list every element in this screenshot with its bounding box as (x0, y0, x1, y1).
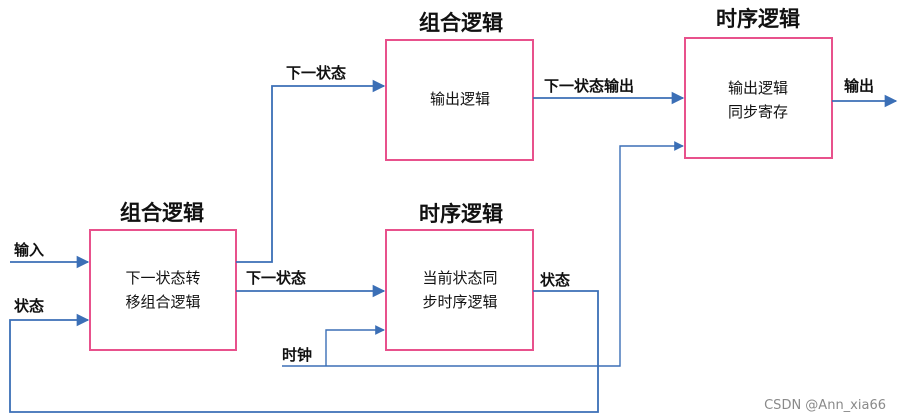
label-next-state-output: 下一状态输出 (544, 77, 634, 95)
label-next-state-upper: 下一状态 (286, 64, 346, 82)
title-seq-mid: 时序逻辑 (419, 202, 503, 226)
label-clock: 时钟 (282, 346, 312, 364)
label-output: 输出 (844, 77, 874, 95)
wire-state-feedback (9, 290, 599, 413)
title-seq-top: 时序逻辑 (716, 7, 800, 31)
label-next-state-lower: 下一状态 (246, 269, 306, 287)
label-state-feedback: 状态 (14, 297, 44, 315)
watermark: CSDN @Ann_xia66 (764, 398, 886, 413)
label-state-out: 状态 (540, 271, 570, 289)
title-comb-top: 组合逻辑 (419, 11, 503, 35)
box-output-sync-line1: 输出逻辑 (728, 79, 788, 97)
box-output-sync-line2: 同步寄存 (728, 103, 788, 121)
box-current-state-seq (385, 229, 534, 351)
box-output-logic (385, 39, 534, 161)
label-input: 输入 (14, 241, 44, 259)
wire-clock-to-current-state (325, 325, 385, 366)
box-output-sync (684, 37, 833, 159)
box-current-state-seq-line2: 步时序逻辑 (422, 293, 497, 311)
title-comb-left: 组合逻辑 (120, 201, 204, 225)
box-output-logic-line1: 输出逻辑 (430, 90, 490, 108)
box-current-state-seq-line1: 当前状态同 (422, 269, 497, 287)
box-next-state-comb-line2: 移组合逻辑 (125, 293, 200, 311)
wire-next-state-upper (236, 79, 386, 263)
box-next-state-comb-line1: 下一状态转 (125, 269, 200, 287)
box-next-state-comb (89, 229, 237, 351)
wire-clock-to-output-sync (282, 141, 684, 367)
